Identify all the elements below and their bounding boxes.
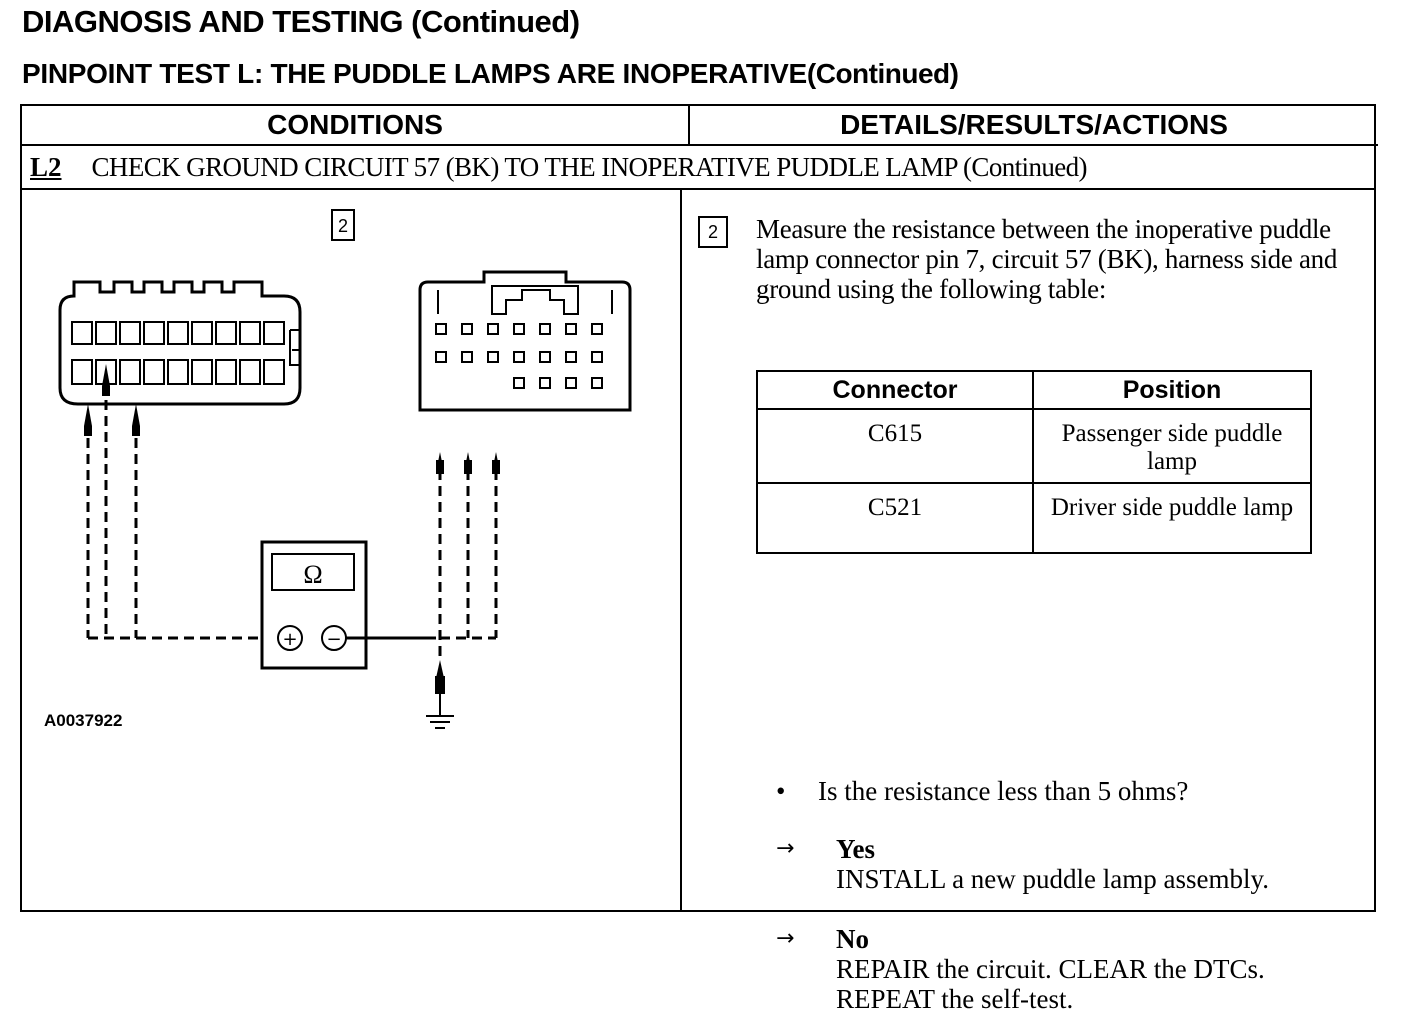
diagram-step-box [331, 209, 355, 241]
test-title-main: PINPOINT TEST L: THE PUDDLE LAMPS ARE IN… [22, 58, 807, 89]
test-title-suffix: (Continued) [806, 58, 959, 89]
left-probe-tips [84, 364, 140, 436]
result-action: INSTALL a new puddle lamp assembly. [836, 864, 1269, 894]
details-column: 2 Measure the resistance between the ino… [696, 190, 1376, 1014]
ground-side-connector [418, 270, 632, 412]
step-id: L2 [30, 151, 62, 182]
details-step-box: 2 [698, 216, 728, 248]
diagram-step-number: 2 [338, 216, 348, 236]
connector-pin-cavities [71, 321, 285, 385]
table-row-position: Passenger side puddle lamp [1034, 410, 1310, 484]
ground-connector-cavities [435, 323, 603, 389]
ohm-symbol: Ω [303, 560, 322, 589]
plus-terminal: + [282, 629, 297, 650]
conditions-header: CONDITIONS [22, 106, 690, 146]
right-probe-tips [435, 452, 500, 694]
result-action: REPAIR the circuit. CLEAR the DTCs. [836, 954, 1265, 984]
position-column-header: Position [1034, 372, 1310, 410]
instruction-text: Measure the resistance between the inope… [756, 214, 1338, 304]
question-text: Is the resistance less than 5 ohms? [818, 776, 1189, 806]
pinpoint-test-title: PINPOINT TEST L: THE PUDDLE LAMPS ARE IN… [22, 58, 959, 90]
connector-table: Connector Position C615 Passenger side p… [756, 370, 1312, 554]
result-label: No [836, 924, 869, 954]
table-row-connector: C521 [758, 484, 1034, 552]
ground-symbol [426, 694, 454, 729]
table-row-position: Driver side puddle lamp [1050, 494, 1294, 521]
minus-terminal: − [326, 629, 341, 650]
step-row: L2 CHECK GROUND CIRCUIT 57 (BK) TO THE I… [22, 146, 1374, 190]
column-divider [680, 190, 682, 910]
arrow-right-icon: → [776, 836, 795, 861]
pinpoint-test-table: CONDITIONS DETAILS/RESULTS/ACTIONS L2 CH… [20, 104, 1378, 1014]
arrow-right-icon: → [776, 926, 795, 951]
figure-id: A0037922 [44, 711, 122, 730]
bullet-icon: • [776, 776, 786, 806]
step-title: CHECK GROUND CIRCUIT 57 (BK) TO THE INOP… [91, 151, 1088, 182]
result-action: REPEAT the self-test. [836, 984, 1074, 1014]
question-row: • Is the resistance less than 5 ohms? [776, 776, 1188, 807]
puddle-lamp-connector [58, 280, 302, 406]
result-label: Yes [836, 834, 875, 864]
page-title: DIAGNOSIS AND TESTING (Continued) [22, 4, 580, 39]
wiring-diagram: 2 Ω + − A0037922 [44, 209, 632, 730]
table-row-connector: C615 [758, 410, 1034, 484]
details-header: DETAILS/RESULTS/ACTIONS [690, 106, 1378, 146]
connector-column-header: Connector [758, 372, 1034, 410]
left-probe-leads [86, 400, 262, 640]
right-probe-leads [438, 470, 498, 660]
